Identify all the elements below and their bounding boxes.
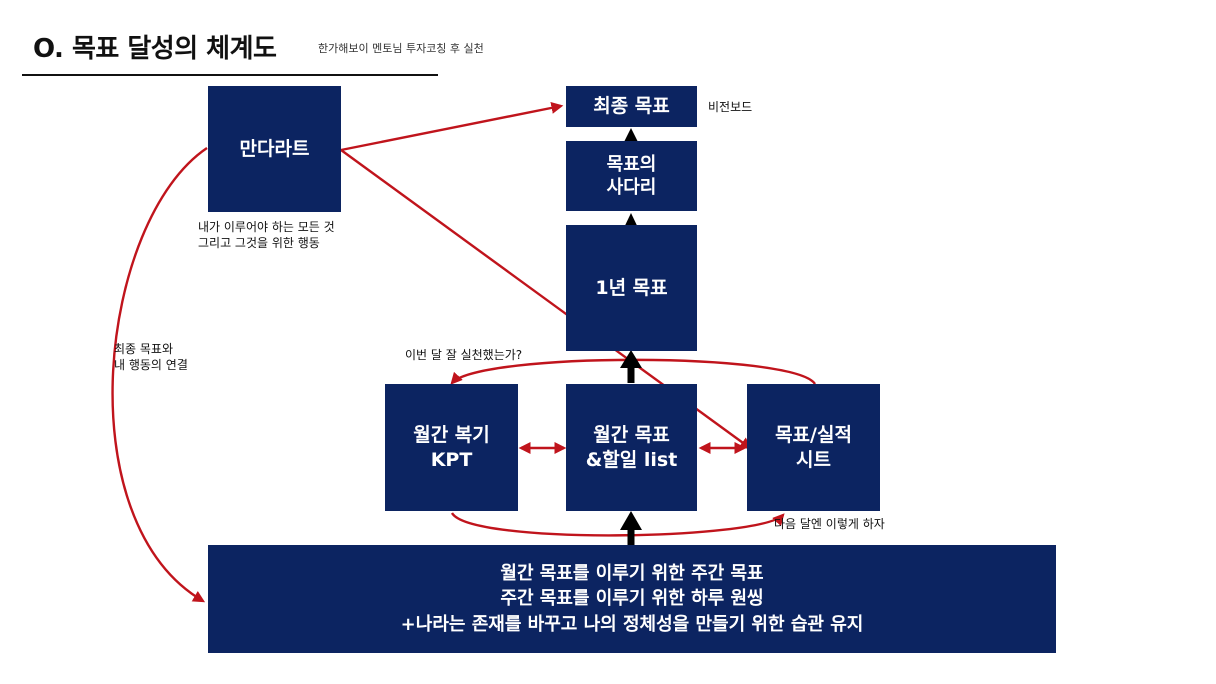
arrow-monthly-to-year-head xyxy=(620,350,642,368)
goal-ladder-line2: 사다리 xyxy=(606,177,657,198)
monthly-review-line1: 월간 복기 xyxy=(413,423,490,446)
monthly-goal-line1: 월간 목표 xyxy=(593,423,670,446)
arrow-next-month-arc xyxy=(450,512,785,537)
arrow-mandalart-to-final-goal xyxy=(340,101,564,152)
page-subtitle: 한가해보이 멘토님 투자코칭 후 실천 xyxy=(318,42,484,55)
arrow-connection-curve xyxy=(111,147,208,603)
goal-sheet-line1: 목표/실적 xyxy=(775,423,852,446)
connection-note: 최종 목표와 내 행동의 연결 xyxy=(114,341,188,373)
title-underline xyxy=(22,74,438,76)
goal-ladder-line1: 목표의 xyxy=(606,153,657,175)
monthly-review-box: 월간 복기 KPT xyxy=(385,384,518,511)
connection-line2: 내 행동의 연결 xyxy=(114,358,188,373)
monthly-review-line2: KPT xyxy=(430,448,473,471)
mandalart-desc-line1: 내가 이루어야 하는 모든 것 xyxy=(198,220,335,234)
final-goal-box: 최종 목표 xyxy=(566,86,697,127)
weekly-line3: +나라는 존재를 바꾸고 나의 정체성을 만들기 위한 습관 유지 xyxy=(400,613,864,635)
goal-sheet-line2: 시트 xyxy=(796,448,831,471)
final-goal-label: 최종 목표 xyxy=(593,95,670,118)
one-year-goal-label: 1년 목표 xyxy=(595,276,668,299)
one-year-goal-box: 1년 목표 xyxy=(566,225,697,351)
mandalart-box: 만다라트 xyxy=(208,86,341,212)
did-well-note: 이번 달 잘 실천했는가? xyxy=(405,348,523,362)
page-title: O. 목표 달성의 체계도 xyxy=(33,34,277,64)
monthly-goal-line2: &할일 list xyxy=(585,448,678,471)
mandalart-label: 만다라트 xyxy=(239,137,310,160)
weekly-line2: 주간 목표를 이루기 위한 하루 원씽 xyxy=(500,588,764,610)
mandalart-description: 내가 이루어야 하는 모든 것 그리고 그것을 위한 행동 xyxy=(198,219,335,251)
connection-line1: 최종 목표와 xyxy=(114,342,174,356)
goal-ladder-box: 목표의 사다리 xyxy=(566,141,697,211)
next-month-note: 다음 달엔 이렇게 하자 xyxy=(774,517,885,531)
monthly-goal-box: 월간 목표 &할일 list xyxy=(566,384,697,511)
weekly-goal-box: 월간 목표를 이루기 위한 주간 목표 주간 목표를 이루기 위한 하루 원씽 … xyxy=(208,545,1056,653)
goal-sheet-box: 목표/실적 시트 xyxy=(747,384,880,511)
arrow-weekly-to-monthly-head xyxy=(620,511,642,530)
vision-board-note: 비전보드 xyxy=(708,100,753,114)
weekly-line1: 월간 목표를 이루기 위한 주간 목표 xyxy=(500,563,764,585)
mandalart-desc-line2: 그리고 그것을 위한 행동 xyxy=(198,236,320,251)
